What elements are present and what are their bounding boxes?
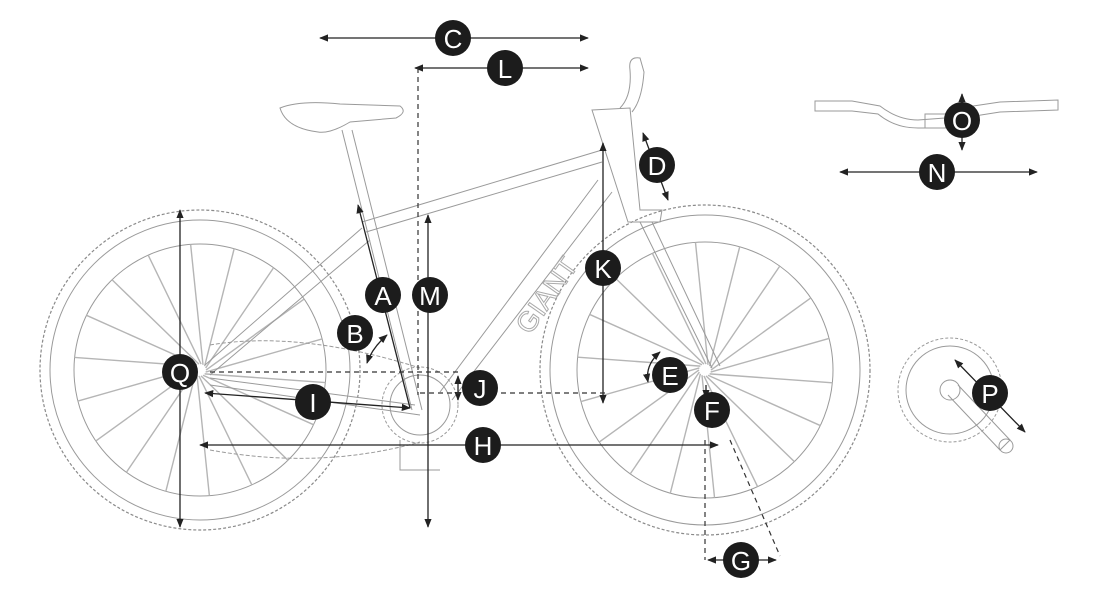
- svg-text:B: B: [346, 319, 363, 349]
- spoke: [205, 267, 275, 369]
- spoke: [189, 244, 204, 365]
- spoke: [147, 254, 202, 365]
- label-p: P: [972, 375, 1008, 411]
- label-h: H: [465, 427, 501, 463]
- svg-text:D: D: [648, 151, 667, 181]
- spoke: [651, 253, 707, 365]
- spoke: [589, 313, 703, 366]
- label-b: B: [337, 315, 373, 351]
- svg-text:J: J: [474, 374, 487, 404]
- dimension-lines: [176, 34, 1038, 564]
- label-m: M: [412, 277, 448, 313]
- spoke: [705, 375, 795, 463]
- spoke: [707, 374, 821, 427]
- label-g: G: [723, 542, 759, 578]
- spoke: [694, 242, 709, 365]
- spoke: [203, 248, 235, 367]
- spoke: [710, 297, 812, 371]
- label-o: O: [944, 102, 980, 138]
- label-c: C: [435, 20, 471, 56]
- spoke: [200, 375, 289, 461]
- svg-text:A: A: [374, 281, 392, 311]
- spoke: [709, 373, 833, 384]
- label-a: A: [365, 277, 401, 313]
- label-f: F: [694, 392, 730, 428]
- svg-text:M: M: [419, 281, 441, 311]
- svg-text:L: L: [498, 54, 512, 84]
- spoke: [710, 337, 830, 373]
- svg-text:G: G: [731, 546, 751, 576]
- label-l: L: [487, 50, 523, 86]
- spoke: [204, 373, 326, 384]
- label-q: Q: [162, 354, 198, 390]
- svg-text:C: C: [444, 24, 463, 54]
- saddle: [279, 102, 404, 133]
- spoke: [669, 373, 702, 494]
- rear-wheel: [39, 209, 361, 531]
- svg-text:K: K: [594, 254, 612, 284]
- handlebar-detail: [814, 99, 1059, 129]
- svg-text:F: F: [704, 396, 720, 426]
- svg-text:I: I: [309, 388, 316, 418]
- label-d: D: [639, 147, 675, 183]
- svg-text:N: N: [928, 158, 947, 188]
- label-i: I: [295, 384, 331, 420]
- bike-frame: GIANT: [204, 57, 721, 471]
- spoke: [205, 298, 305, 371]
- spoke: [708, 246, 741, 367]
- label-j: J: [462, 370, 498, 406]
- svg-text:H: H: [474, 431, 493, 461]
- spoke: [196, 375, 211, 496]
- label-n: N: [919, 154, 955, 190]
- label-e: E: [652, 357, 688, 393]
- svg-text:P: P: [981, 379, 998, 409]
- spoke: [111, 279, 200, 365]
- spoke: [629, 371, 700, 475]
- spoke: [615, 277, 705, 365]
- svg-text:E: E: [661, 361, 678, 391]
- label-k: K: [585, 250, 621, 286]
- svg-text:O: O: [952, 106, 972, 136]
- spoke: [205, 338, 323, 373]
- svg-text:Q: Q: [170, 358, 190, 388]
- spoke: [710, 265, 781, 369]
